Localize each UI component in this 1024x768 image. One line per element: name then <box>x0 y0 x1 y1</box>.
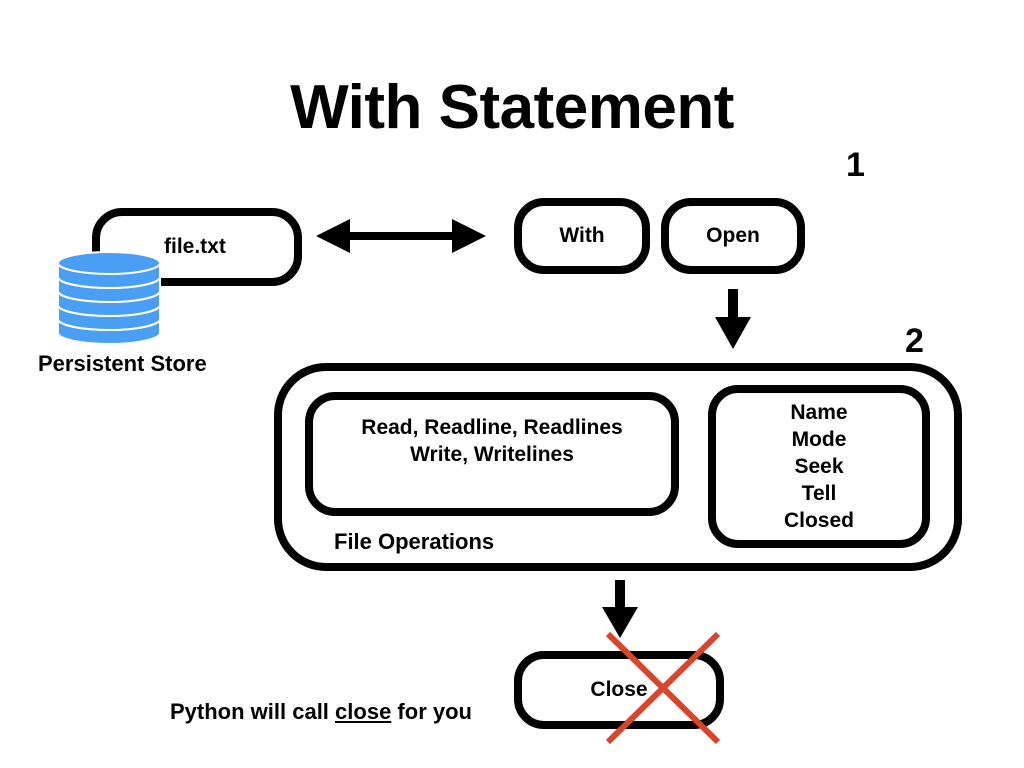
close-note: Python will call close for you <box>170 699 472 725</box>
down-arrow-icon <box>602 580 638 638</box>
step-number-1: 1 <box>846 146 865 184</box>
file-operations-label: File Operations <box>334 529 495 554</box>
step-number-2: 2 <box>905 322 924 360</box>
close-note-suffix: for you <box>391 699 472 724</box>
close-box-label: Close <box>590 678 648 701</box>
persistent-store-label: Persistent Store <box>38 351 207 376</box>
down-arrow-icon <box>715 289 751 349</box>
cross-icon <box>605 631 721 745</box>
attribute-tell: Tell <box>801 482 837 505</box>
attribute-seek: Seek <box>794 455 844 478</box>
database-icon <box>57 251 161 345</box>
close-note-prefix: Python will call <box>170 699 336 724</box>
attribute-closed: Closed <box>783 509 854 532</box>
methods-box: Read, Readline, Readlines Write, Writeli… <box>305 392 679 516</box>
file-box-label: file.txt <box>164 235 226 258</box>
page-title: With Statement <box>290 73 734 142</box>
with-box: With <box>514 198 650 274</box>
attribute-name: Name <box>790 401 848 424</box>
methods-line-2: Write, Writelines <box>410 443 574 466</box>
methods-line-1: Read, Readline, Readlines <box>361 416 623 439</box>
with-box-label: With <box>559 224 605 247</box>
open-box: Open <box>661 198 805 274</box>
close-note-keyword: close <box>335 699 392 724</box>
attribute-mode: Mode <box>791 428 847 451</box>
double-arrow-icon <box>316 219 486 253</box>
attributes-box: Name Mode Seek Tell Closed <box>708 385 930 548</box>
open-box-label: Open <box>706 224 760 247</box>
